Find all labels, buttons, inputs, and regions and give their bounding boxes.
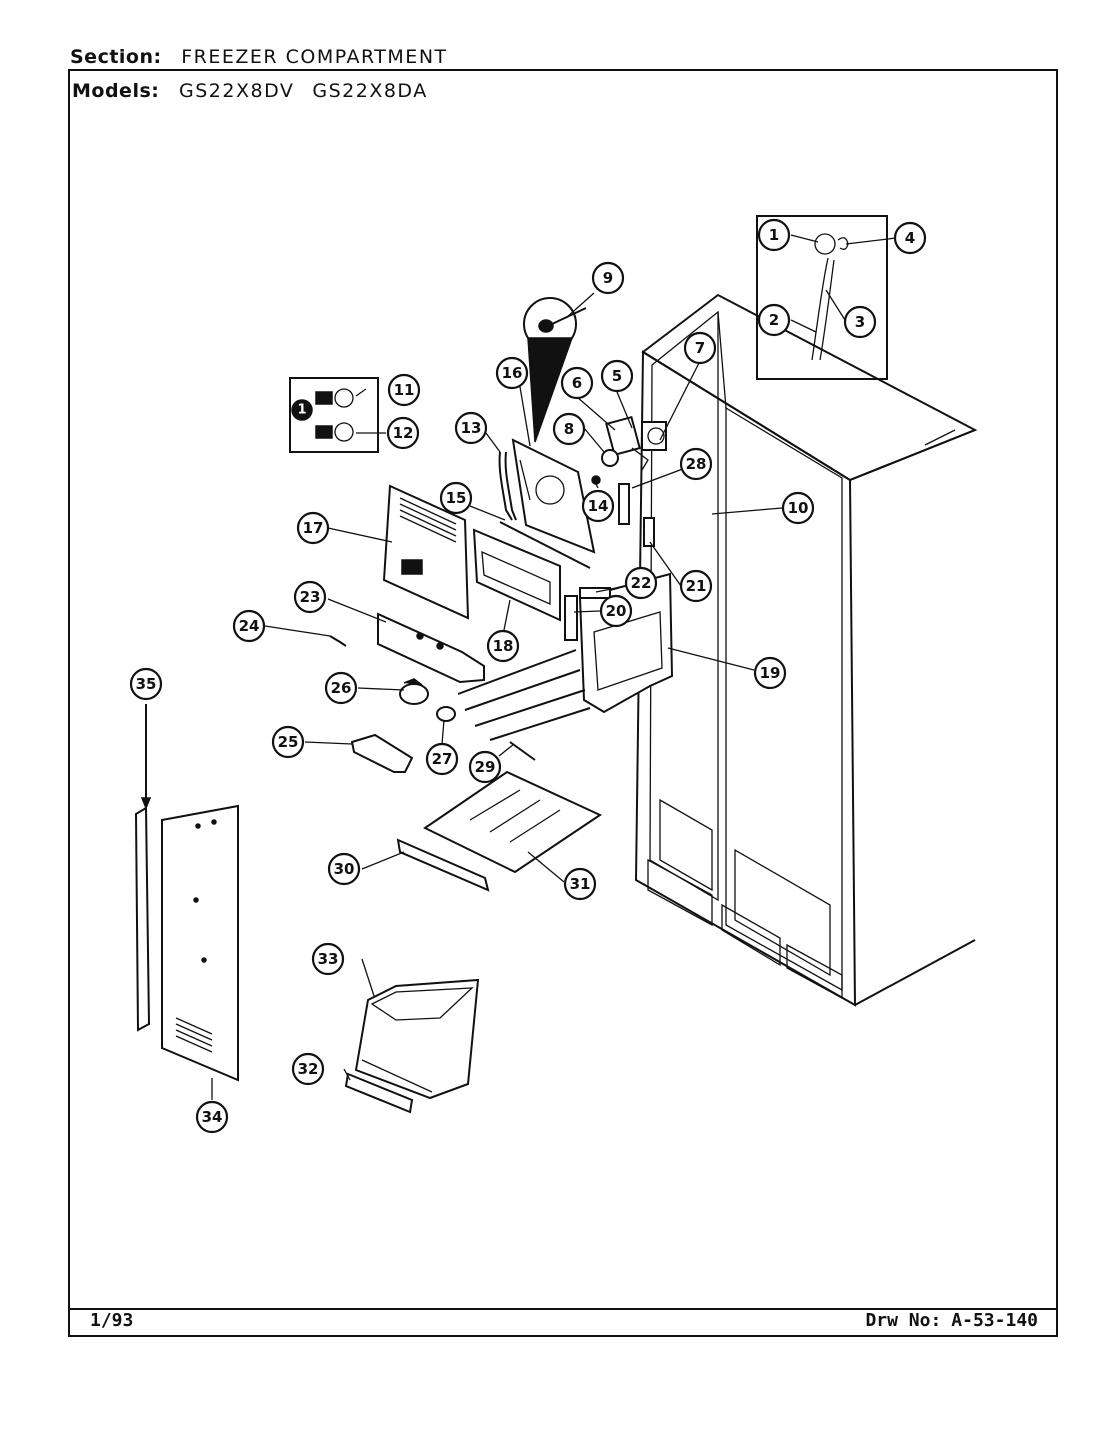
callout-6: 6: [560, 366, 594, 400]
svg-text:24: 24: [239, 617, 260, 635]
callout-32: 32: [291, 1052, 325, 1086]
drawing-frame: [68, 69, 1058, 1337]
svg-text:33: 33: [318, 950, 339, 968]
callout-15: 15: [439, 481, 473, 515]
label-box: 1: [289, 377, 379, 453]
models-label: Models:: [72, 80, 160, 102]
section-heading: Section: FREEZER COMPARTMENT: [70, 46, 448, 68]
svg-text:5: 5: [612, 367, 622, 385]
svg-text:31: 31: [570, 875, 591, 893]
drawing-number: Drw No: A-53-140: [865, 1310, 1038, 1331]
callout-5: 5: [600, 359, 634, 393]
svg-text:20: 20: [606, 602, 627, 620]
ice-bucket: [344, 978, 480, 1114]
callout-22: 22: [624, 566, 658, 600]
svg-text:34: 34: [202, 1108, 223, 1126]
callout-10: 10: [781, 491, 815, 525]
svg-text:23: 23: [300, 588, 321, 606]
svg-text:25: 25: [278, 733, 299, 751]
callout-30: 30: [327, 852, 361, 886]
callout-35: 35: [129, 667, 163, 701]
svg-text:16: 16: [502, 364, 523, 382]
svg-text:32: 32: [298, 1060, 319, 1078]
callouts: 1 2 3 4 5 6 7 8 9 10 11 12 13 14 15 16 1…: [129, 218, 927, 1134]
callout-29: 29: [468, 750, 502, 784]
svg-text:9: 9: [603, 269, 613, 287]
drawing-number-value: A-53-140: [951, 1310, 1038, 1331]
svg-text:14: 14: [588, 497, 609, 515]
cabinet: [634, 293, 978, 1007]
callout-8: 8: [552, 412, 586, 446]
callout-18: 18: [486, 629, 520, 663]
svg-text:35: 35: [136, 675, 157, 693]
callout-33: 33: [311, 942, 345, 976]
svg-text:18: 18: [493, 637, 514, 655]
note-marker: 1: [297, 403, 306, 418]
svg-text:13: 13: [461, 419, 482, 437]
svg-text:6: 6: [572, 374, 582, 392]
footer-divider: [68, 1308, 1058, 1310]
model-number: GS22X8DA: [312, 80, 428, 102]
callout-20: 20: [599, 594, 633, 628]
date-code: 1/93: [90, 1310, 134, 1331]
callout-26: 26: [324, 671, 358, 705]
callout-28: 28: [679, 447, 713, 481]
section-label: Section:: [70, 46, 162, 68]
section-value: FREEZER COMPARTMENT: [181, 46, 448, 68]
svg-text:10: 10: [788, 499, 809, 517]
svg-text:12: 12: [393, 424, 414, 442]
svg-text:2: 2: [769, 311, 779, 329]
callout-3: 3: [843, 305, 877, 339]
callout-14: 14: [581, 489, 615, 523]
callout-25: 25: [271, 725, 305, 759]
leader-lines: [211, 234, 897, 1100]
callout-7: 7: [683, 331, 717, 365]
callout-2: 2: [757, 303, 791, 337]
callout-1: 1: [757, 218, 791, 252]
svg-text:4: 4: [905, 229, 915, 247]
svg-text:3: 3: [855, 313, 865, 331]
svg-text:27: 27: [432, 750, 453, 768]
svg-text:26: 26: [331, 679, 352, 697]
callout-21: 21: [679, 569, 713, 603]
callout-4: 4: [893, 221, 927, 255]
callout-34: 34: [195, 1100, 229, 1134]
svg-text:8: 8: [564, 420, 574, 438]
svg-text:17: 17: [303, 519, 324, 537]
svg-text:1: 1: [769, 226, 779, 244]
models-heading: Models: GS22X8DV GS22X8DA: [72, 80, 446, 102]
svg-text:15: 15: [446, 489, 467, 507]
door-panel: [134, 704, 239, 1082]
callout-27: 27: [425, 742, 459, 776]
ice-maker-parts: [329, 297, 674, 892]
svg-text:28: 28: [686, 455, 707, 473]
svg-text:29: 29: [475, 758, 496, 776]
callout-13: 13: [454, 411, 488, 445]
callout-17: 17: [296, 511, 330, 545]
callout-11: 11: [387, 373, 421, 407]
svg-text:21: 21: [686, 577, 707, 595]
callout-12: 12: [386, 416, 420, 450]
callout-19: 19: [753, 656, 787, 690]
callout-9: 9: [591, 261, 625, 295]
model-number: GS22X8DV: [179, 80, 295, 102]
svg-text:19: 19: [760, 664, 781, 682]
svg-text:22: 22: [631, 574, 652, 592]
callout-16: 16: [495, 356, 529, 390]
callout-31: 31: [563, 867, 597, 901]
svg-text:30: 30: [334, 860, 355, 878]
callout-24: 24: [232, 609, 266, 643]
svg-text:7: 7: [695, 339, 705, 357]
drawing-number-label: Drw No:: [865, 1310, 942, 1331]
callout-23: 23: [293, 580, 327, 614]
svg-text:11: 11: [394, 381, 415, 399]
